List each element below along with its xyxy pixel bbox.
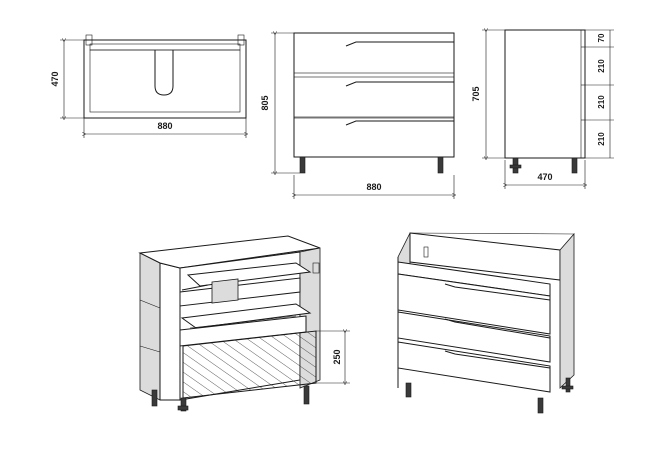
side-drawer-label-3: 210 — [597, 95, 606, 109]
closed-drawer-3 — [397, 341, 551, 393]
side-front-leg — [571, 157, 578, 174]
closed-back-bracket — [423, 246, 429, 258]
top-view-left-bracket — [85, 34, 93, 46]
open-side-bracket — [312, 262, 320, 274]
open-drawer-1-rail — [181, 284, 209, 291]
front-right-leg — [437, 156, 444, 174]
closed-right-side-panel — [559, 232, 575, 389]
closed-drawer-1-handle — [444, 283, 551, 301]
front-height-label: 805 — [260, 95, 270, 110]
top-view: 470 880 — [50, 34, 247, 138]
open-drawer-2-tray-top — [180, 303, 312, 329]
open-drawer-2-rail — [189, 315, 297, 329]
side-drawer-label-4: 210 — [597, 132, 606, 146]
open-leg-front-left — [151, 389, 158, 407]
top-width-label: 880 — [157, 121, 172, 131]
closed-top-back-edge — [409, 232, 575, 235]
top-view-outline — [83, 39, 247, 119]
side-rear-leg-foot — [509, 164, 522, 169]
open-drawer-1-siphon-notch — [211, 278, 239, 304]
side-drawer-label-1: 70 — [597, 33, 606, 42]
closed-drawer-3-handle — [444, 350, 551, 369]
open-leg-front-right — [303, 385, 310, 405]
side-view-outline — [504, 29, 586, 159]
side-view: 705 70 210 210 210 470 — [471, 30, 614, 189]
closed-cabinet-perspective — [397, 232, 575, 414]
closed-drawer-1 — [397, 273, 551, 335]
closed-drawer-2 — [397, 311, 551, 363]
side-drawer-label-2: 210 — [597, 59, 606, 73]
closed-leg-front-right — [537, 397, 544, 414]
closed-leg-front-left — [405, 382, 412, 398]
closed-leg-foot — [561, 385, 574, 390]
closed-leg-rear-right — [565, 377, 571, 393]
top-view-siphon-cutout — [154, 50, 174, 96]
front-drawer-1-handle — [345, 41, 454, 47]
front-drawer-2-handle — [345, 81, 454, 87]
side-depth-label: 470 — [537, 172, 552, 182]
side-front-edge — [580, 29, 586, 159]
open-left-panel-line — [139, 299, 161, 309]
open-left-front-edge — [159, 262, 181, 401]
open-drawer-1-tray-top — [186, 262, 312, 287]
open-drawer-height-label: 250 — [332, 349, 342, 364]
front-drawer-3-handle — [345, 120, 454, 126]
top-view-right-bracket — [237, 34, 245, 46]
front-drawer-2 — [293, 76, 455, 118]
side-height-label: 705 — [471, 86, 481, 101]
open-top-panel — [138, 235, 321, 269]
open-cabinet-perspective: 250 — [138, 235, 350, 412]
open-leg-rear-left — [180, 397, 187, 412]
open-left-side-panel — [139, 252, 161, 401]
front-view-outline — [293, 32, 455, 158]
top-view-basin-area — [89, 49, 241, 113]
front-left-leg — [299, 156, 306, 174]
front-view: 805 880 — [260, 33, 454, 199]
front-drawer-3 — [293, 117, 455, 158]
closed-drawer-2-handle — [444, 318, 551, 339]
top-depth-label: 470 — [50, 71, 60, 86]
open-left-panel-line — [139, 345, 161, 353]
open-drawer-1-tray-front — [179, 277, 301, 307]
open-leg-foot — [177, 405, 189, 411]
front-width-label: 880 — [366, 182, 381, 192]
front-drawer-1 — [293, 32, 455, 74]
